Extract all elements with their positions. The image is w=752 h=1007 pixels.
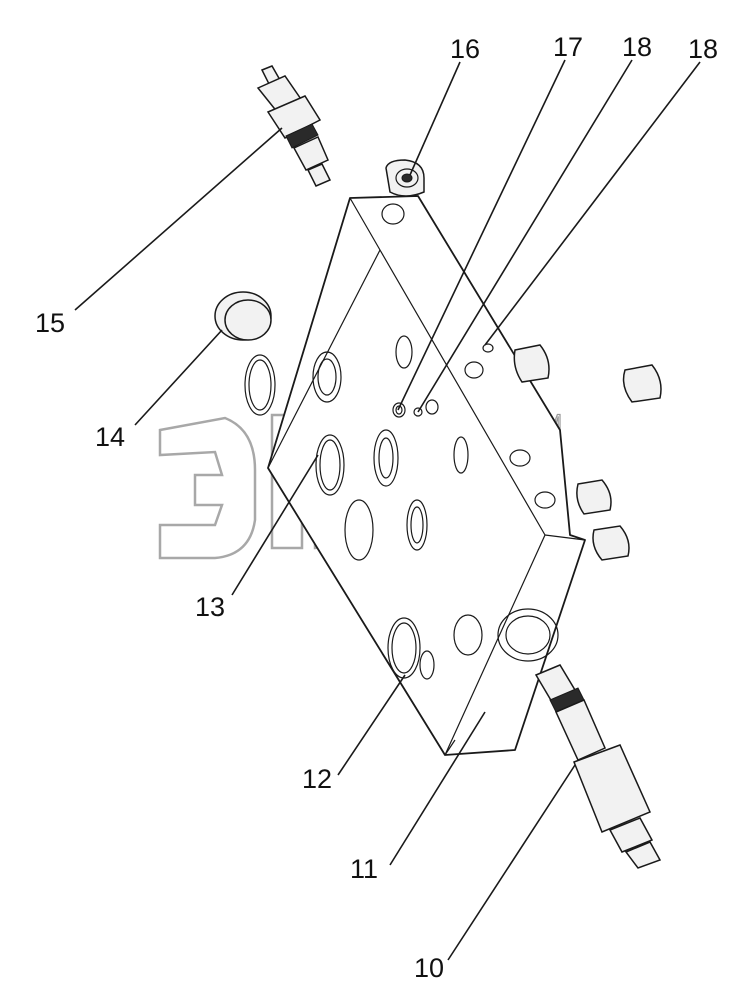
callout-labels: 16 17 18 18 15 14 13 12 11 10 bbox=[35, 32, 718, 983]
part-15-cartridge bbox=[256, 65, 332, 187]
side-plugs bbox=[513, 344, 662, 561]
part-16-plug bbox=[385, 159, 425, 197]
callout-11: 11 bbox=[350, 854, 378, 884]
part-14-plug bbox=[214, 291, 272, 341]
part-18-ball-a bbox=[413, 407, 423, 417]
part-12-o-ring bbox=[387, 617, 421, 679]
callout-14: 14 bbox=[95, 422, 125, 452]
part-17-ring bbox=[392, 402, 406, 418]
callout-10: 10 bbox=[414, 953, 444, 983]
callout-16: 16 bbox=[450, 34, 480, 64]
callout-13: 13 bbox=[195, 592, 225, 622]
leader-lines bbox=[74, 59, 701, 961]
callout-15: 15 bbox=[35, 308, 65, 338]
valve-block bbox=[267, 195, 586, 756]
part-10-cartridge bbox=[534, 664, 662, 869]
callout-18b: 18 bbox=[688, 34, 718, 64]
part-18-ball-b bbox=[425, 343, 494, 415]
callout-18a: 18 bbox=[622, 32, 652, 62]
part-13-o-ring bbox=[244, 354, 345, 496]
callout-17: 17 bbox=[553, 32, 583, 62]
callout-12: 12 bbox=[302, 764, 332, 794]
hole bbox=[381, 203, 405, 225]
